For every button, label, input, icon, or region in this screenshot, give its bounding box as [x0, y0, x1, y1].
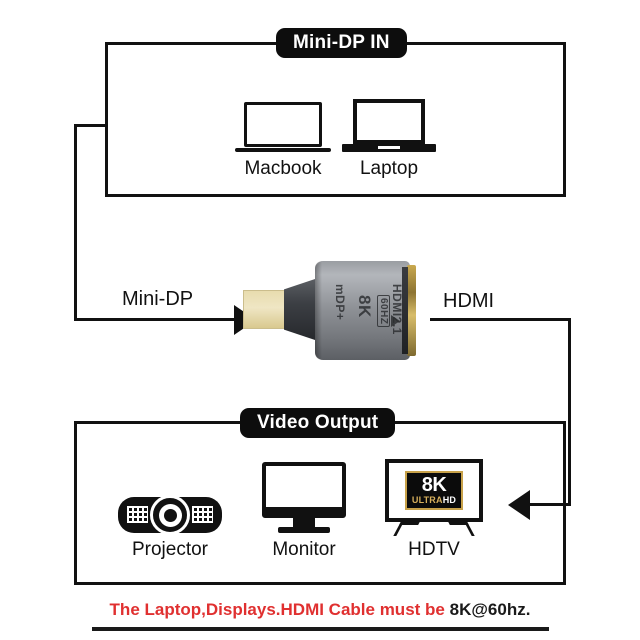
footer-divider — [92, 627, 549, 631]
macbook-screen — [244, 102, 322, 147]
hdtv-leg-right — [448, 522, 475, 536]
footer-warning-red: The Laptop,Displays.HDMI Cable must be — [109, 600, 450, 619]
input-group-label: Mini-DP IN — [276, 28, 407, 58]
projector-vent-left — [127, 506, 148, 523]
mini-dp-plug — [243, 290, 286, 329]
adapter-neck — [284, 278, 318, 341]
connector-line-output-top — [430, 318, 571, 321]
monitor-foot — [278, 527, 330, 533]
badge-hd-text: HD — [442, 495, 457, 505]
monitor-screen — [262, 462, 346, 518]
connection-label-mini-dp: Mini-DP — [122, 288, 194, 310]
adapter-illustration: mDP+ 8K 60HZ HDMI2.1 — [243, 258, 421, 363]
device-label-macbook: Macbook — [244, 158, 322, 179]
hdtv-icon: 8K ULTRAHD — [374, 459, 494, 536]
monitor-neck — [293, 518, 315, 527]
laptop-base — [342, 144, 436, 152]
footer-warning-black: 8K@60hz. — [449, 600, 531, 619]
connector-line-output-vertical — [568, 318, 571, 506]
ultra-hd-badge: 8K ULTRAHD — [404, 471, 464, 510]
macbook-icon — [223, 82, 343, 152]
badge-ultrahd: ULTRAHD — [412, 496, 456, 505]
device-macbook: Macbook — [223, 82, 343, 180]
connector-line-output-bottom — [528, 503, 571, 506]
projector-lens — [150, 495, 190, 535]
projector-icon — [110, 463, 230, 535]
connection-label-hdmi: HDMI — [443, 290, 495, 312]
projector-body — [118, 495, 222, 535]
device-monitor: Monitor — [244, 462, 364, 561]
hdmi-port-slot — [402, 267, 408, 354]
adapter-text-standard: HDMI2.1 — [390, 284, 404, 335]
hdtv-screen: 8K ULTRAHD — [385, 459, 483, 522]
adapter-text-resolution: 8K — [355, 295, 374, 318]
hdtv-legs — [385, 522, 483, 536]
laptop-screen — [353, 99, 425, 144]
arrow-left-icon — [508, 490, 530, 520]
macbook-base — [235, 148, 331, 152]
laptop-icon — [329, 82, 449, 152]
device-label-monitor: Monitor — [272, 539, 336, 560]
projector-vent-right — [192, 506, 213, 523]
device-label-laptop: Laptop — [359, 158, 419, 179]
device-label-hdtv: HDTV — [408, 539, 460, 560]
connector-line-input-top — [74, 124, 108, 127]
triangle-right-icon — [391, 315, 400, 327]
badge-ultra-text: ULTRA — [411, 495, 443, 505]
adapter-body — [315, 261, 416, 360]
connector-line-input-bottom — [74, 318, 241, 321]
device-projector: Projector — [110, 463, 230, 561]
output-group-label: Video Output — [240, 408, 396, 438]
adapter-text-mdp: mDP+ — [333, 284, 347, 321]
adapter-text-refresh: 60HZ — [377, 295, 390, 328]
hdmi-port-gold — [407, 265, 416, 356]
hdtv-leg-left — [393, 522, 420, 536]
badge-resolution: 8K — [421, 474, 447, 496]
monitor-icon — [244, 462, 364, 533]
connector-line-input-vertical — [74, 124, 77, 321]
footer-warning-note: The Laptop,Displays.HDMI Cable must be 8… — [0, 600, 640, 620]
device-laptop: Laptop — [329, 82, 449, 180]
device-hdtv: 8K ULTRAHD HDTV — [374, 459, 494, 561]
device-label-projector: Projector — [131, 539, 209, 560]
